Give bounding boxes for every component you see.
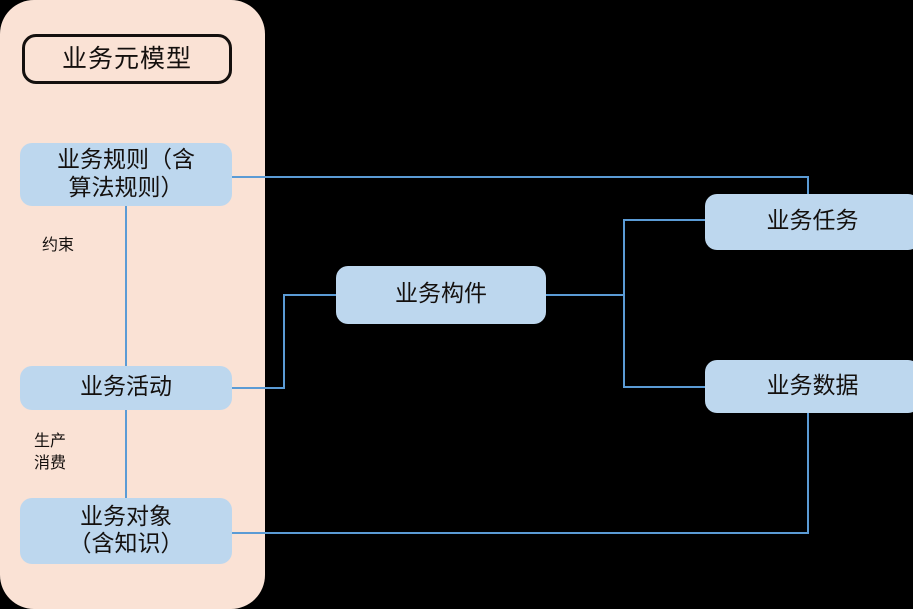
edge-component-to-task bbox=[623, 219, 705, 295]
node-business-activity-label: 业务活动 bbox=[80, 374, 172, 401]
node-business-object-label: 业务对象 （含知识） bbox=[68, 503, 184, 557]
diagram-title-box: 业务元模型 bbox=[22, 34, 232, 84]
node-business-object[interactable]: 业务对象 （含知识） bbox=[20, 498, 232, 564]
node-business-data[interactable]: 业务数据 bbox=[705, 360, 913, 413]
page-title: 业务元模型 bbox=[61, 44, 192, 74]
edge-rule-to-task bbox=[232, 176, 809, 194]
node-business-task-label: 业务任务 bbox=[766, 208, 859, 235]
node-business-rule-label: 业务规则（含 算法规则） bbox=[57, 147, 195, 201]
node-business-task[interactable]: 业务任务 bbox=[705, 194, 913, 250]
edge-object-to-data bbox=[232, 413, 809, 534]
edge-label-produce-consume: 生产 消费 bbox=[34, 431, 67, 472]
edge-component-to-data bbox=[623, 295, 705, 388]
node-business-component-label: 业务构件 bbox=[395, 281, 487, 308]
node-business-rule[interactable]: 业务规则（含 算法规则） bbox=[20, 143, 232, 206]
node-business-data-label: 业务数据 bbox=[766, 372, 859, 399]
node-business-activity[interactable]: 业务活动 bbox=[20, 366, 232, 410]
edge-label-constrain: 约束 bbox=[42, 235, 75, 254]
node-business-component[interactable]: 业务构件 bbox=[336, 266, 546, 324]
